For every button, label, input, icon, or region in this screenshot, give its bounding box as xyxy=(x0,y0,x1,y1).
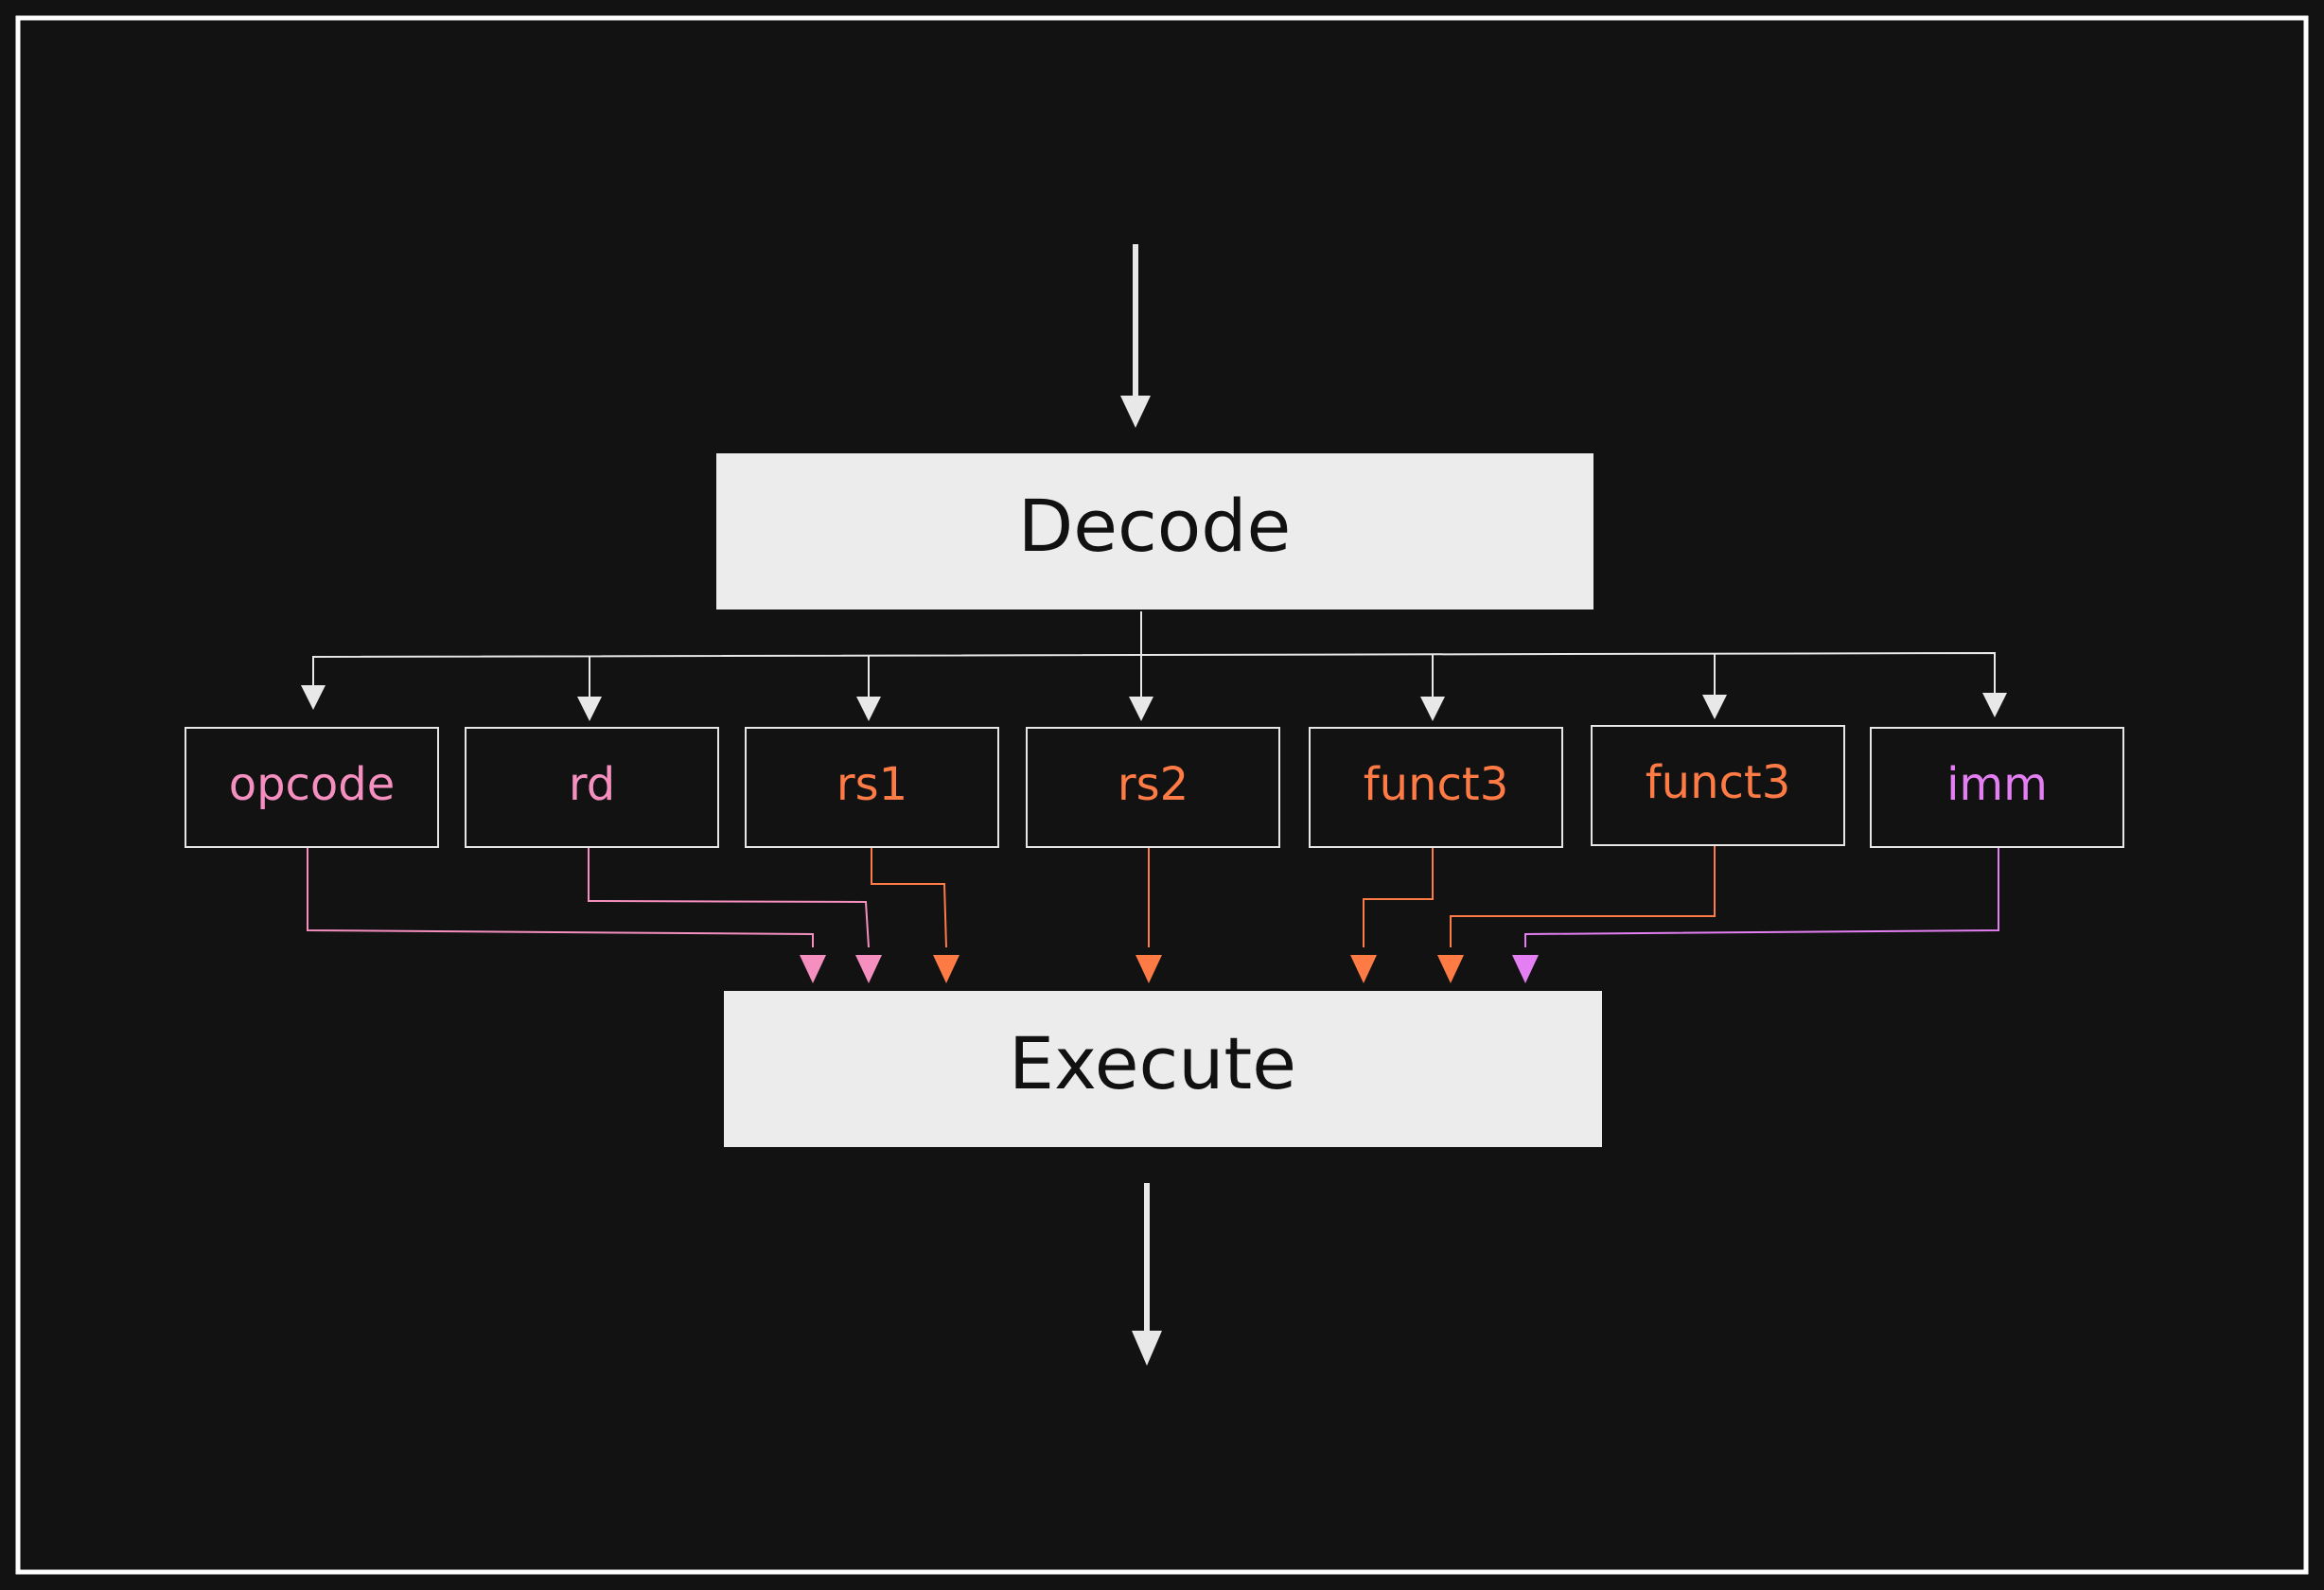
bus-drops xyxy=(301,654,2007,721)
field-wire xyxy=(871,848,947,948)
field-box xyxy=(1309,727,1563,848)
decode-box xyxy=(716,453,1593,610)
field-funct3-4: funct3 xyxy=(1309,727,1563,848)
bus-drop-arrowhead xyxy=(577,697,602,721)
field-wire-arrowhead xyxy=(800,955,826,983)
execute-label: Execute xyxy=(1009,1021,1296,1105)
field-wires xyxy=(307,846,1999,983)
field-wire-arrowhead xyxy=(1136,955,1162,983)
field-wire-arrowhead xyxy=(1512,955,1539,983)
field-box xyxy=(465,727,719,848)
field-box xyxy=(1870,727,2124,848)
field-label: opcode xyxy=(229,758,396,811)
field-box xyxy=(1026,727,1280,848)
field-label: rd xyxy=(569,758,615,811)
decode-bus xyxy=(312,611,1996,684)
field-funct3-5: funct3 xyxy=(1591,725,1845,846)
output-arrow xyxy=(1132,1183,1162,1366)
field-box xyxy=(185,727,439,848)
field-label: funct3 xyxy=(1646,756,1791,809)
bus-drop-arrowhead xyxy=(1129,697,1153,721)
field-label: rs2 xyxy=(1118,758,1188,811)
decode-stage: Decode xyxy=(716,453,1593,610)
field-label: rs1 xyxy=(836,758,907,811)
field-rd-1: rd xyxy=(465,727,719,848)
field-rs2-3: rs2 xyxy=(1026,727,1280,848)
field-wire-arrowhead xyxy=(1437,955,1464,983)
field-label: imm xyxy=(1946,758,2048,811)
field-wire xyxy=(1363,848,1434,947)
field-boxes: opcode rd rs1 rs2 funct3 funct3 imm xyxy=(185,725,2124,848)
bus-drop-arrowhead xyxy=(1982,693,2007,717)
field-imm-6: imm xyxy=(1870,727,2124,848)
execute-box xyxy=(724,991,1602,1147)
bus-drop-arrowhead xyxy=(301,685,326,710)
field-opcode-0: opcode xyxy=(185,727,439,848)
field-rs1-2: rs1 xyxy=(745,727,999,848)
bus-drop-arrowhead xyxy=(1420,697,1445,721)
field-label: funct3 xyxy=(1364,758,1509,811)
field-wire-arrowhead xyxy=(855,955,882,983)
input-arrow xyxy=(1120,244,1151,428)
decode-label: Decode xyxy=(1018,484,1292,568)
field-wire xyxy=(588,848,870,948)
field-wire xyxy=(1450,846,1716,947)
bus-drop-arrowhead xyxy=(856,697,881,721)
field-box xyxy=(1591,725,1845,846)
field-wire xyxy=(307,848,814,947)
field-wire xyxy=(1524,848,1999,947)
bus-drop-arrowhead xyxy=(1702,695,1727,719)
execute-stage: Execute xyxy=(724,991,1602,1147)
field-box xyxy=(745,727,999,848)
outer-frame xyxy=(15,15,2309,1575)
field-wire-arrowhead xyxy=(1350,955,1377,983)
field-wire-arrowhead xyxy=(933,955,960,983)
